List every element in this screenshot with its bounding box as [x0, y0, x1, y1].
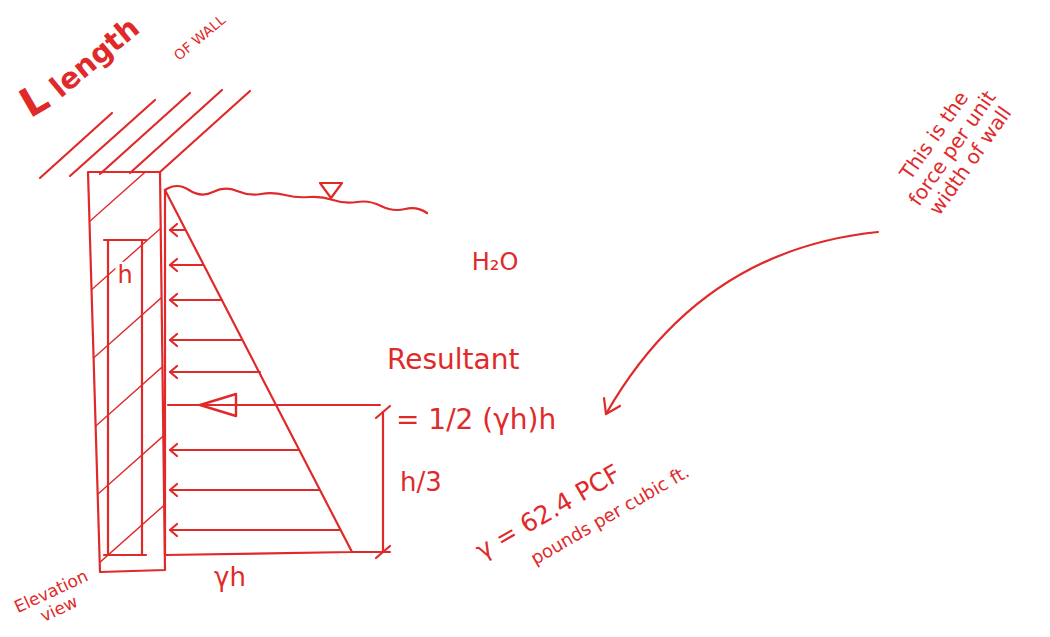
wall-length-hatch: [40, 90, 250, 178]
note-leader: [604, 232, 878, 414]
dimension-word: length: [44, 12, 145, 104]
fluid-label: H₂O: [472, 249, 519, 275]
height-dimension: [104, 240, 146, 555]
pressure-triangle: [165, 190, 352, 555]
water-level-symbol: [320, 183, 342, 198]
wall-outline: [88, 172, 165, 572]
dimension-label: h/3: [400, 468, 442, 497]
note-text: This is the force per unit width of wall: [882, 68, 1022, 229]
view-label: Elevation view: [9, 565, 102, 635]
dimension-note: OF WALL: [171, 12, 228, 64]
wall-hatch: [80, 150, 170, 637]
resultant-arrow: [168, 394, 380, 416]
pressure-label: γh: [214, 563, 246, 592]
hatch-line: [70, 100, 155, 176]
pressure-arrows: [170, 224, 340, 536]
hatch-line: [130, 90, 222, 173]
equation: = 1/2 (γh)h: [396, 405, 556, 436]
water-surface: [165, 186, 427, 213]
hatch-line: [40, 113, 112, 178]
hatch-line: [100, 93, 190, 174]
third-height-dimension: [352, 406, 390, 558]
hatch-line: [160, 91, 250, 172]
height-label: h: [115, 262, 134, 288]
force-label: Resultant: [387, 345, 519, 376]
